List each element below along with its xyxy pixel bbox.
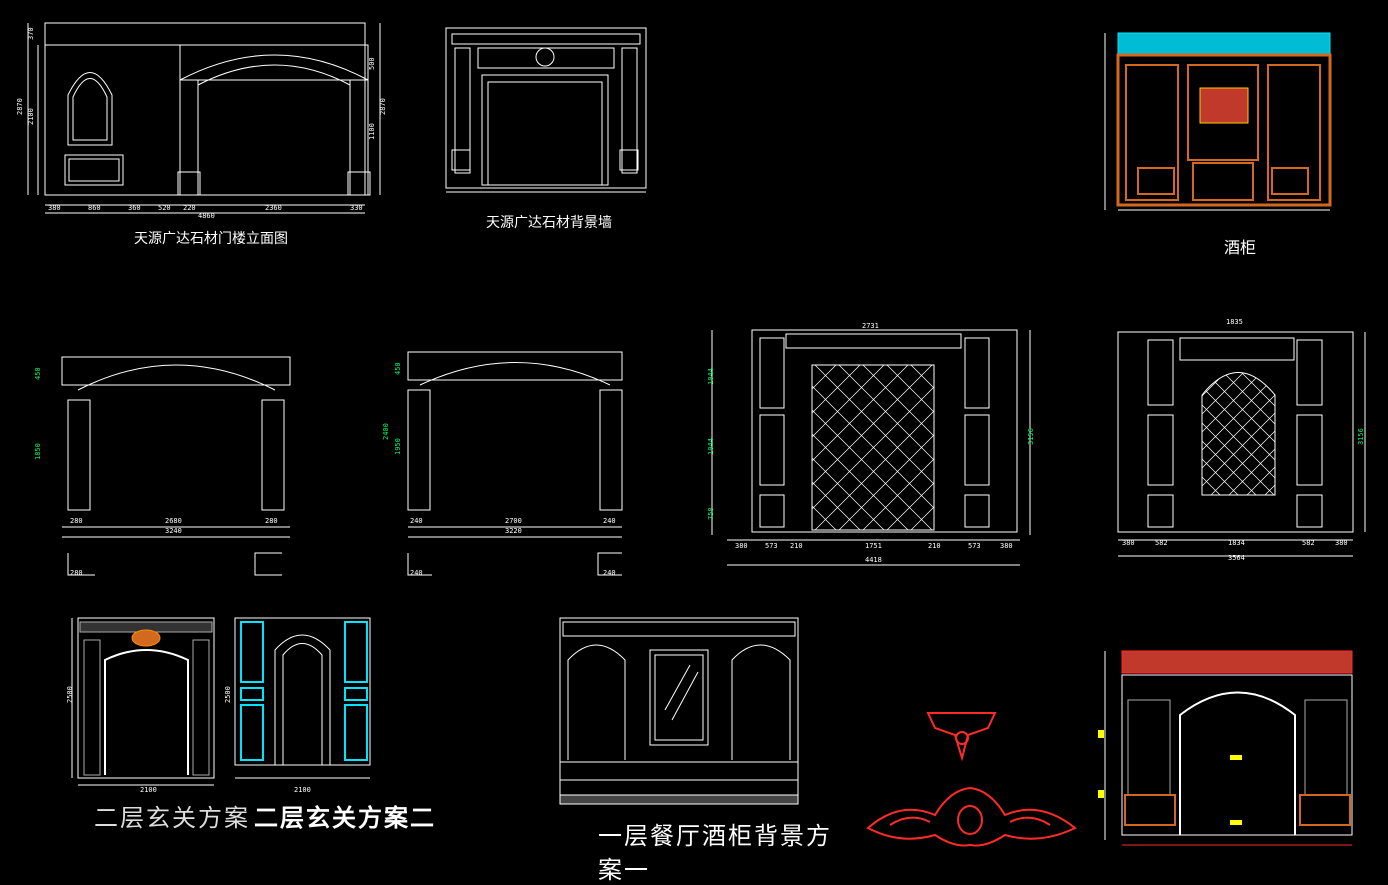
red-ornament-crest — [866, 786, 1077, 847]
dim-wall1-0: 380 — [735, 542, 748, 550]
dim-wall2-3: 582 — [1302, 539, 1315, 547]
dim-wall1-2: 210 — [790, 542, 803, 550]
dim-d1-h0: 2870 — [16, 98, 24, 115]
caption-foyer-scheme-b: 二层玄关方案二 — [254, 804, 436, 832]
dim-arch2-0: 240 — [410, 517, 423, 525]
diamond-grid-1 — [812, 365, 934, 530]
dim-wall2-1: 582 — [1155, 539, 1168, 547]
foyer-scheme-a-drawing — [71, 617, 215, 786]
dim-foyer-b-w: 2100 — [294, 786, 311, 794]
arch-1-drawing — [61, 356, 291, 576]
dim-wall2-top: 1835 — [1226, 318, 1243, 326]
foyer-scheme-b-drawing — [234, 617, 371, 779]
dim-wall1-4: 210 — [928, 542, 941, 550]
dim-d1-1: 860 — [88, 204, 101, 212]
dim-d1-total: 4860 — [198, 212, 215, 220]
dim-base2-0: 240 — [410, 569, 423, 577]
dim-foyer-b-h: 2500 — [224, 686, 232, 703]
dim-arch2-h0: 450 — [394, 362, 402, 375]
dim-d1-h5: 500 — [368, 57, 376, 70]
wall-panel-2-drawing — [1117, 331, 1366, 557]
dim-wall1-6: 380 — [1000, 542, 1013, 550]
wall-panel-1-drawing — [711, 329, 1031, 566]
stone-bg-wall-drawing — [445, 27, 647, 193]
dim-d1-h4: 1100 — [368, 123, 376, 140]
dim-arch2-total: 3220 — [505, 527, 522, 535]
dim-wall1-h3: 3156 — [1027, 428, 1035, 445]
door-elevation-drawing — [27, 22, 381, 214]
dim-base1-0: 280 — [70, 569, 83, 577]
dim-wall2-2: 1834 — [1228, 539, 1245, 547]
dim-arch1-h1: 1850 — [34, 443, 42, 460]
dining-cabinet-drawing — [559, 617, 799, 805]
dim-arch1-1: 2680 — [165, 517, 182, 525]
dim-foyer-a-w: 2100 — [140, 786, 157, 794]
dim-wall1-5: 573 — [968, 542, 981, 550]
dim-wall2-4: 380 — [1335, 539, 1348, 547]
dim-base2-2: 240 — [603, 569, 616, 577]
dim-d1-6: 330 — [350, 204, 363, 212]
dim-wall1-total: 4418 — [865, 556, 882, 564]
dim-wall2-total: 3564 — [1228, 554, 1245, 562]
dim-arch2-1: 2700 — [505, 517, 522, 525]
red-ornament-bracket — [926, 712, 997, 762]
dim-wall1-3: 1751 — [865, 542, 882, 550]
dim-wall1-h2: 758 — [707, 507, 715, 520]
diamond-grid-2 — [1202, 372, 1275, 495]
dim-arch1-total: 3240 — [165, 527, 182, 535]
bottom-right-arch-drawing — [1098, 650, 1353, 846]
caption-door-elevation: 天源广达石材门楼立面图 — [134, 231, 288, 247]
dim-arch2-h2: 1950 — [394, 438, 402, 455]
vertical-dimension-labels: 2870 2100 370 2870 1100 500 450 1850 450… — [16, 27, 1365, 703]
dim-wall1-1: 573 — [765, 542, 778, 550]
caption-dining-cabinet-cont: 案一 — [598, 856, 650, 884]
caption-bg-wall: 天源广达石材背景墙 — [486, 215, 612, 231]
dim-arch1-2: 280 — [265, 517, 278, 525]
dim-wall1-h0: 1044 — [707, 368, 715, 385]
dim-d1-h1: 2100 — [27, 108, 35, 125]
caption-wine-cabinet: 酒柜 — [1224, 238, 1257, 257]
dim-wall1-h1: 1044 — [707, 438, 715, 455]
caption-foyer-scheme-a: 二层玄关方案 — [94, 804, 250, 832]
dim-d1-2: 360 — [128, 204, 141, 212]
dim-arch2-2: 240 — [603, 517, 616, 525]
dim-wall2-0: 380 — [1122, 539, 1135, 547]
dim-arch2-h1: 2400 — [382, 423, 390, 440]
wine-cabinet-drawing — [1104, 32, 1332, 211]
dim-arch1-h0: 450 — [34, 367, 42, 380]
dim-wall1-top: 2731 — [862, 322, 879, 330]
dim-d1-h2: 370 — [27, 27, 35, 40]
dim-arch1-0: 280 — [70, 517, 83, 525]
dim-foyer-a-h: 2500 — [66, 686, 74, 703]
dim-d1-0: 380 — [48, 204, 61, 212]
dim-d1-h3: 2870 — [379, 98, 387, 115]
dim-wall2-h0: 3156 — [1357, 428, 1365, 445]
arch-2-drawing — [407, 351, 623, 576]
caption-dining-cabinet: 一层餐厅酒柜背景方 — [598, 822, 832, 850]
dim-d1-3: 520 — [158, 204, 171, 212]
dim-d1-4: 220 — [183, 204, 196, 212]
dim-d1-5: 2360 — [265, 204, 282, 212]
dimension-labels: 380 860 360 520 220 2360 330 4860 280 26… — [48, 204, 1348, 794]
